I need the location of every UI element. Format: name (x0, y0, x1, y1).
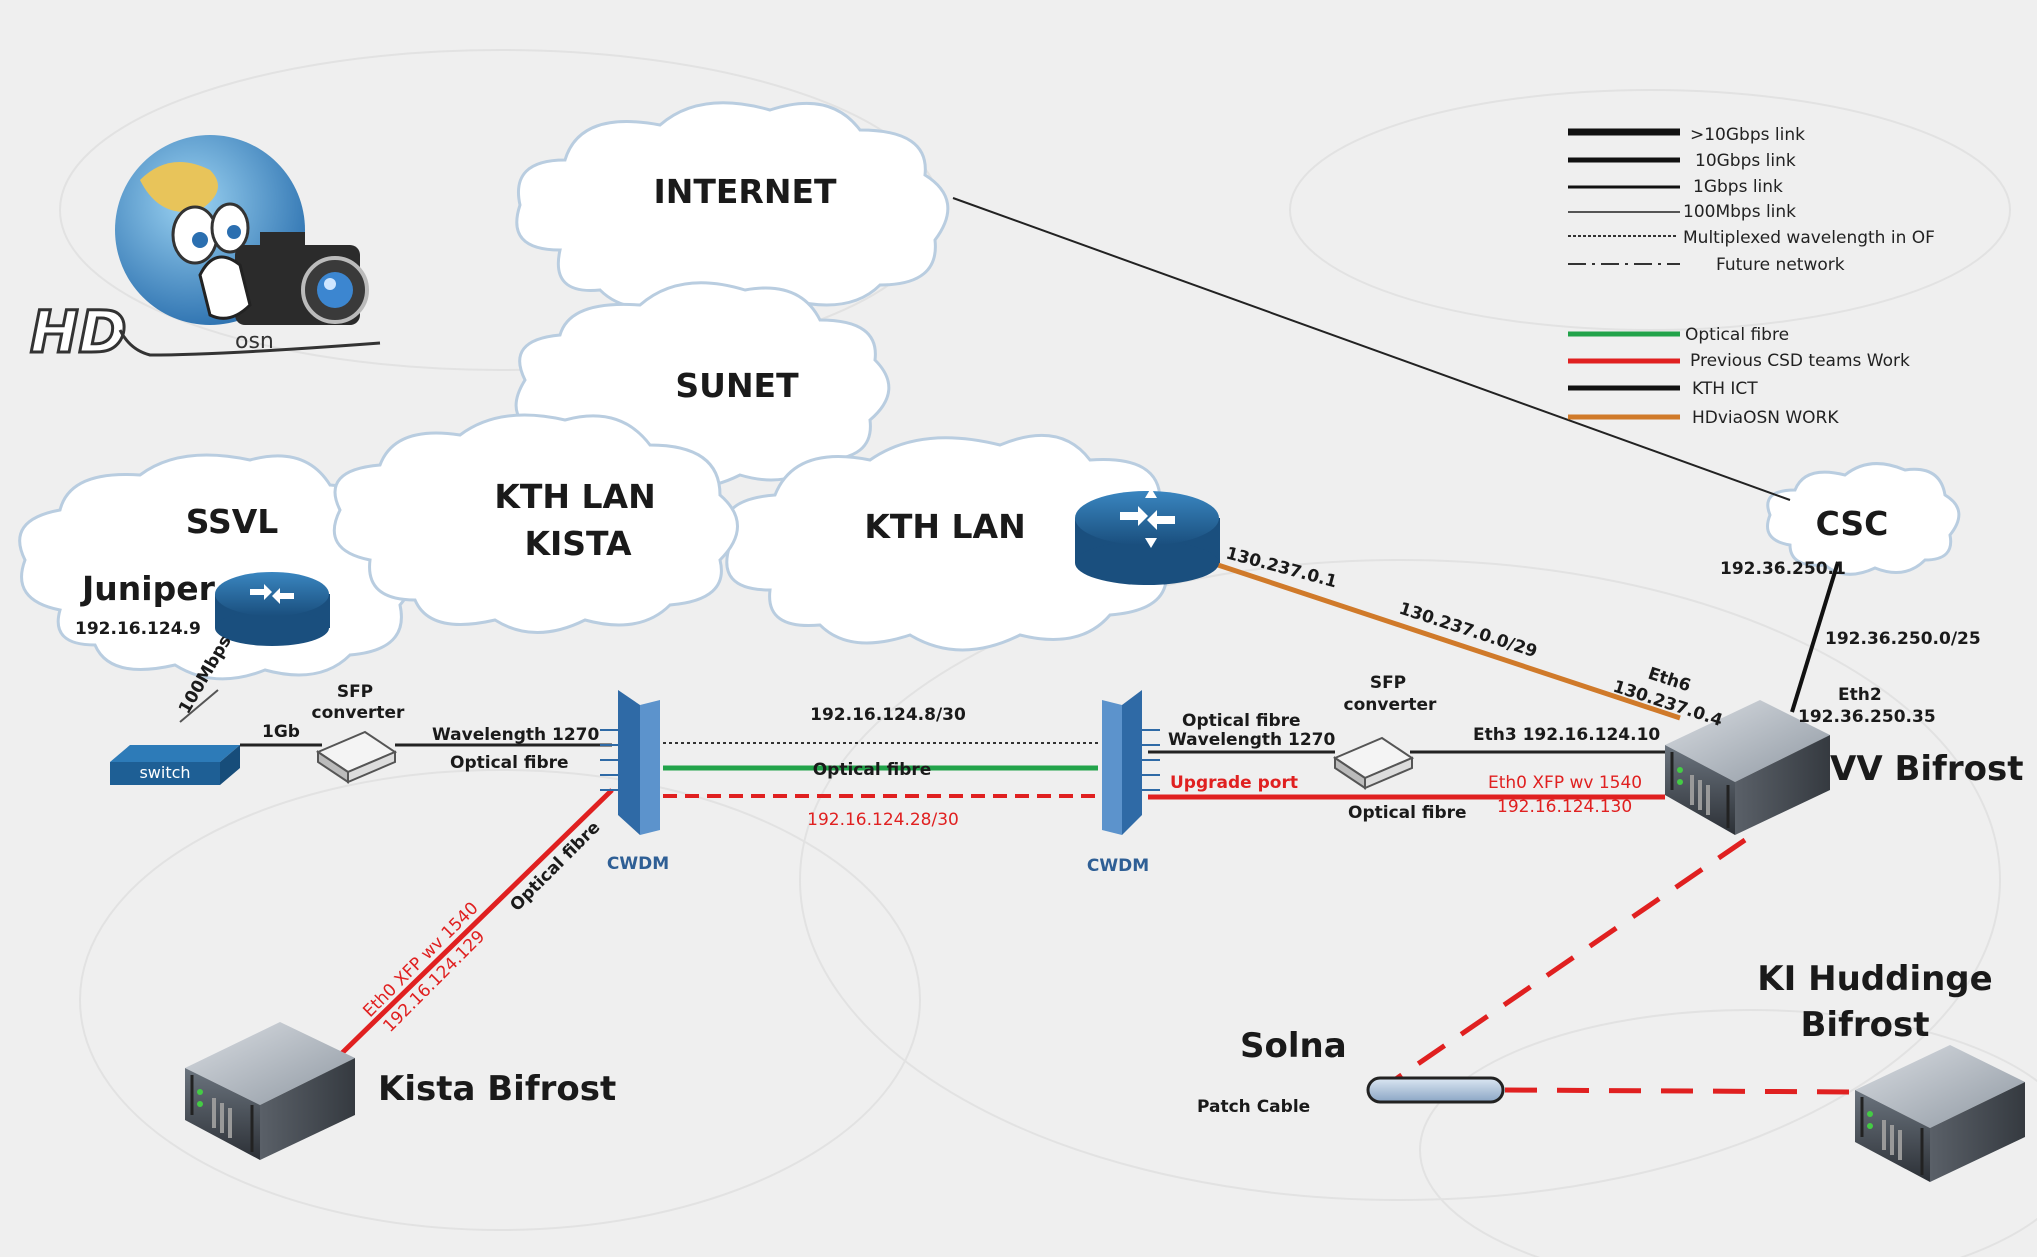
wavelength-right-label: Wavelength 1270 (1168, 730, 1335, 750)
server-ki-huddinge-icon (1855, 1045, 2025, 1182)
subnet-top-label: 192.16.124.8/30 (810, 705, 966, 725)
optical-fibre-mid-label: Optical fibre (813, 760, 932, 780)
optical-fibre-left-label: Optical fibre (450, 753, 569, 773)
legend-label-previous-csd: Previous CSD teams Work (1690, 351, 1910, 371)
cloud-kth-lan-kista-label-2: KISTA (524, 524, 632, 563)
camera-icon (235, 232, 369, 325)
wavelength-left-label: Wavelength 1270 (432, 725, 599, 745)
legend-label-1g: 1Gbps link (1693, 177, 1783, 197)
juniper-switch-link (179, 689, 219, 723)
csc-vv-link (1790, 561, 1840, 713)
solna-label: Solna (1240, 1026, 1347, 1066)
link-1gb-label: 1Gb (262, 722, 300, 742)
csc-ip-label: 192.36.250.1 (1720, 559, 1846, 579)
server-kista-bifrost-icon (185, 1022, 355, 1160)
csc-subnet-label: 192.36.250.0/25 (1825, 629, 1981, 649)
sfp-right-label-2: converter (1344, 695, 1438, 715)
optical-fibre-right-label-1: Optical fibre (1182, 711, 1301, 731)
legend-label-optical-fibre: Optical fibre (1685, 325, 1789, 345)
sfp-right-label-1: SFP (1370, 673, 1406, 693)
cloud-sunet-label: SUNET (675, 366, 799, 405)
cwdm-left-icon (600, 690, 660, 835)
legend-label-hdviaosn: HDviaOSN WORK (1692, 408, 1839, 428)
patch-cable-label: Patch Cable (1197, 1097, 1310, 1117)
internet-csc-link (952, 197, 1791, 501)
switch-icon: switch (110, 745, 240, 785)
kista-link (338, 788, 614, 1057)
legend-label-100m: 100Mbps link (1683, 202, 1796, 222)
cloud-csc-label: CSC (1816, 504, 1889, 543)
ki-huddinge-label-2: Bifrost (1801, 1005, 1930, 1045)
cwdm-right-label: CWDM (1087, 856, 1149, 876)
vv-solna-future-link (1388, 837, 1747, 1086)
background-decoration (59, 49, 2037, 1257)
eth0-vv-label-2: 192.16.124.130 (1497, 797, 1632, 817)
subnet-red-label: 192.16.124.28/30 (807, 810, 959, 830)
eth3-label: Eth3 192.16.124.10 (1473, 725, 1660, 745)
legend-colors: Optical fibre Previous CSD teams Work KT… (1568, 325, 1910, 428)
eth0-vv-label-1: Eth0 XFP wv 1540 (1488, 773, 1642, 793)
cloud-kth-lan-label: KTH LAN (864, 507, 1025, 546)
logo-text: HD (30, 298, 127, 366)
links (179, 197, 1861, 1095)
router-kth-icon (1075, 488, 1220, 585)
cwdm-right-icon (1102, 690, 1160, 835)
sfp-left-label-1: SFP (337, 682, 373, 702)
ki-huddinge-label-1: KI Huddinge (1757, 959, 1992, 999)
eth2-label-2: 192.36.250.35 (1798, 707, 1936, 727)
legend-label-10g: 10Gbps link (1695, 151, 1796, 171)
sfp-left-label-2: converter (312, 703, 406, 723)
cloud-csc: CSC (1766, 462, 1961, 576)
juniper-label: Juniper (80, 569, 216, 608)
cloud-internet: INTERNET (515, 101, 950, 317)
kista-optical-label: Optical fibre (506, 818, 604, 916)
optical-fibre-right-label-2: Optical fibre (1348, 803, 1467, 823)
switch-label: switch (139, 763, 190, 782)
legend-label-gt10g: >10Gbps link (1690, 125, 1805, 145)
legend-label-kth-ict: KTH ICT (1692, 379, 1758, 399)
legend-line-types: >10Gbps link 10Gbps link 1Gbps link 100M… (1568, 125, 1935, 275)
hdviaosn-logo: HD osn (29, 135, 381, 368)
cloud-kth-lan-kista: KTH LAN KISTA (332, 413, 739, 634)
cloud-internet-label: INTERNET (653, 172, 837, 211)
sfp-converter-left-icon (315, 730, 398, 784)
legend-label-future: Future network (1716, 255, 1845, 275)
eth2-label-1: Eth2 (1838, 685, 1882, 705)
cwdm-left-label: CWDM (607, 854, 669, 874)
router-vv-link (1217, 562, 1681, 721)
vv-bifrost-label: VV Bifrost (1830, 749, 2023, 789)
server-vv-bifrost-icon (1665, 700, 1830, 835)
juniper-ip: 192.16.124.9 (75, 619, 201, 639)
cloud-kth-lan-kista-label-1: KTH LAN (494, 477, 655, 516)
sfp-converter-right-icon (1332, 736, 1415, 790)
router-juniper-icon (215, 572, 330, 646)
legend-label-multiplexed: Multiplexed wavelength in OF (1683, 228, 1935, 248)
patch-cable-icon (1366, 1076, 1505, 1104)
cloud-ssvl-label: SSVL (186, 502, 279, 541)
logo-subtext: osn (235, 329, 274, 354)
upgrade-port-label: Upgrade port (1170, 773, 1298, 793)
legend: >10Gbps link 10Gbps link 1Gbps link 100M… (1568, 125, 1935, 428)
solna-huddinge-future-link (1504, 1087, 1861, 1095)
kista-bifrost-label: Kista Bifrost (378, 1069, 616, 1109)
